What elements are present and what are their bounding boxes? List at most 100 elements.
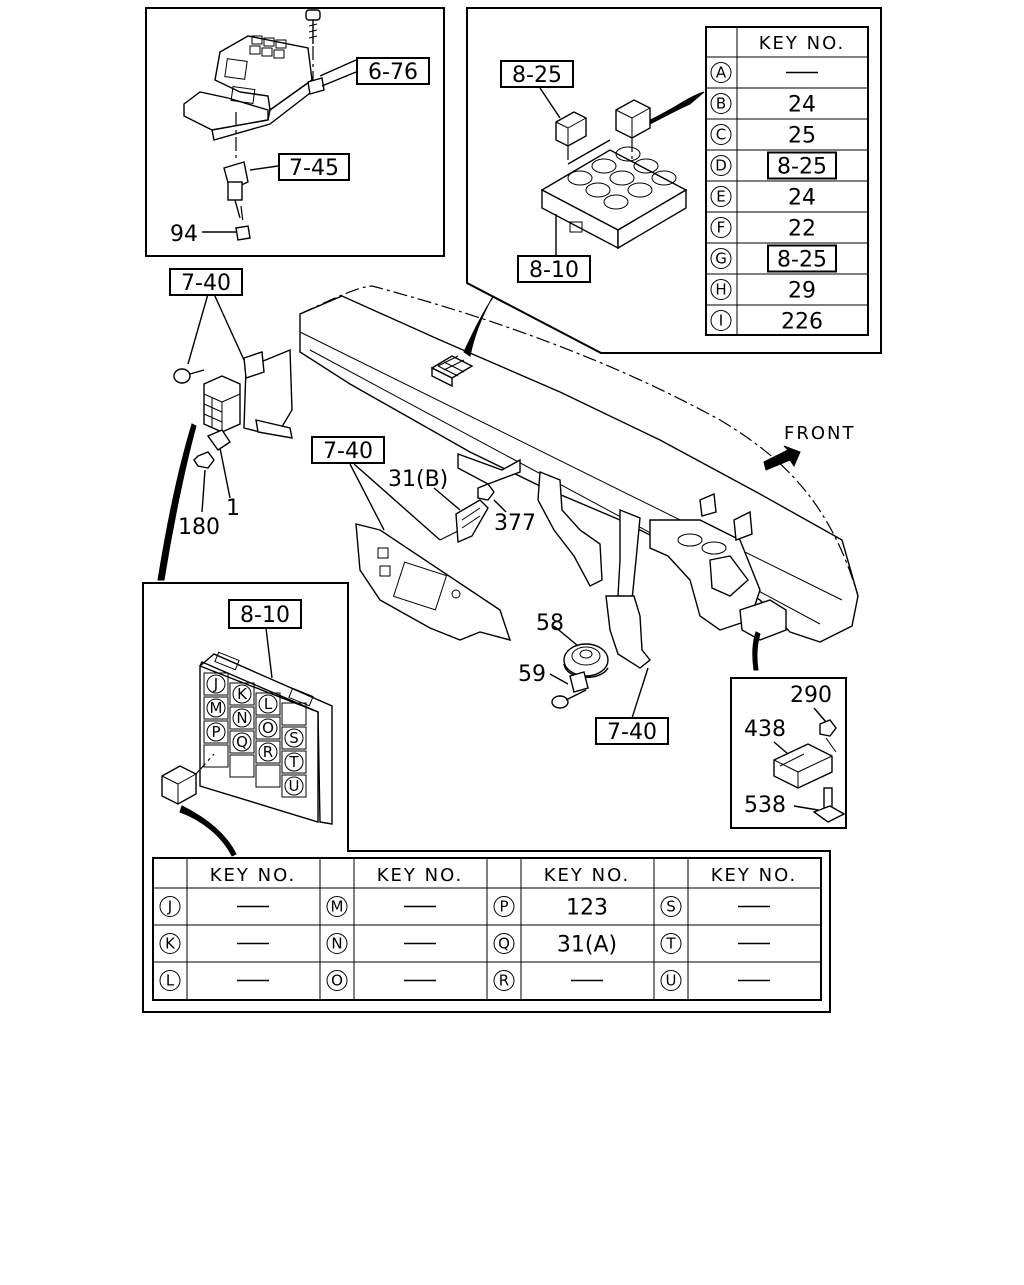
callout-box-8-10-bottom (228, 599, 302, 629)
block-grid-key-t: T (288, 753, 299, 771)
relay-bottom-key-q-ring (493, 933, 515, 954)
relay-top-key-h: H (715, 281, 726, 299)
relay-bottom-key-p-ring (493, 896, 515, 917)
relay-top-key-b: B (716, 95, 726, 113)
relay-top-key-d-ring (710, 155, 732, 176)
leader-bottom-relay (157, 423, 197, 581)
block-grid-key-m-ring (206, 698, 226, 718)
callout-7-40-bottom: 7-40 (607, 720, 657, 745)
relay-top-key-b-ring (710, 93, 732, 114)
relay-1-part (206, 429, 231, 451)
callout-box-7-40-bottom (595, 717, 669, 745)
leader-bottom-table (179, 805, 237, 857)
relay-top-value-g: 8-25 (777, 248, 827, 273)
block-grid-cell (281, 702, 307, 726)
nut-377-part (477, 483, 495, 501)
relay-bottom-key-m-ring (326, 896, 348, 917)
callout-7-40-mid: 7-40 (323, 439, 373, 464)
relay-bottom-part (161, 765, 197, 805)
nut-290-part (819, 719, 837, 737)
callout-box-7-40-top (169, 268, 243, 296)
relay-top-key-a-ring (710, 62, 732, 83)
block-grid-cell (255, 716, 281, 740)
callout-box-7-45 (278, 153, 350, 181)
block-grid-cell (281, 774, 307, 798)
block-grid-key-o-ring (258, 718, 278, 738)
block-grid-cell (203, 696, 229, 720)
block-grid-cell (229, 730, 255, 754)
block-grid-key-t-ring (284, 752, 304, 772)
block-grid-cell (255, 692, 281, 716)
block-grid-key-s-ring (284, 728, 304, 748)
callout-1: 1 (226, 496, 240, 521)
block-grid-key-n-ring (232, 708, 252, 728)
relay-bottom-key-t-ring (660, 933, 682, 954)
relay-top-value-i: 226 (781, 310, 823, 335)
relay-top-key-h-ring (710, 279, 732, 300)
relay-bottom-value-t: — (743, 932, 765, 957)
relay-bottom-value-k: — (242, 932, 264, 957)
callout-6-76: 6-76 (368, 60, 418, 85)
block-grid-cell (203, 672, 229, 696)
relay-bottom-key-s: S (666, 898, 676, 916)
relay-top-key-e-ring (710, 186, 732, 207)
callout-8-10-top: 8-10 (529, 258, 579, 283)
inset-relay-top-frame (466, 7, 882, 354)
relay-bottom-key-s-ring (660, 896, 682, 917)
relay-bottom-key-k: K (165, 935, 176, 953)
block-grid-key-s: S (289, 729, 299, 747)
callout-377: 377 (494, 511, 536, 536)
block-grid-cell (203, 720, 229, 744)
relay-table-bottom-header-4: KEY NO. (711, 865, 798, 886)
shift-switch-part (223, 161, 249, 219)
block-grid-key-k-ring (232, 684, 252, 704)
bolt-left (173, 368, 205, 384)
block-grid-key-m: M (210, 699, 223, 717)
block-grid-key-o: O (262, 719, 274, 737)
relay-top-value-e: 24 (788, 186, 816, 211)
relay-top-key-c: C (716, 126, 726, 144)
block-grid-key-r-ring (258, 742, 278, 762)
block-grid-cell (229, 706, 255, 730)
relay-bottom-key-k-ring (159, 933, 181, 954)
callout-7-40-top: 7-40 (181, 271, 231, 296)
block-grid-cell (229, 754, 255, 778)
relay-top-value-g-box (767, 244, 837, 273)
relay-bottom-key-r-ring (493, 970, 515, 991)
relay-bottom-key-u: U (666, 972, 677, 990)
callout-180: 180 (178, 515, 220, 540)
block-grid-key-u-ring (284, 776, 304, 796)
block-grid-key-n: N (236, 709, 247, 727)
relay-top-key-i: I (719, 312, 723, 330)
relay-top-value-a: — (791, 61, 813, 86)
relay-bottom-value-n: — (409, 932, 431, 957)
relay-top-key-g: G (715, 250, 727, 268)
relay-bottom-value-l: — (242, 969, 264, 994)
block-grid-cell (281, 726, 307, 750)
relay-bottom-key-l-ring (159, 970, 181, 991)
relay-block-8-10-top (540, 146, 688, 250)
relay-bottom-key-p: P (499, 898, 508, 916)
console-screw (305, 9, 321, 44)
callout-box-8-25 (500, 60, 574, 88)
relay-bottom-value-r: — (576, 969, 598, 994)
callout-31b: 31(B) (388, 467, 448, 492)
callout-538: 538 (744, 793, 786, 818)
block-grid-cell (255, 764, 281, 788)
relay-bottom-key-u-ring (660, 970, 682, 991)
nut-180-part (193, 451, 215, 469)
inset-module-frame (730, 677, 847, 829)
relay-bottom-value-u: — (743, 969, 765, 994)
relay-top-value-c: 25 (788, 124, 816, 149)
relay-bottom-key-o-ring (326, 970, 348, 991)
relay-bottom-key-l: L (166, 972, 175, 990)
module-438-part (773, 743, 833, 789)
front-label: FRONT (784, 423, 856, 444)
relay-table-bottom-header-2: KEY NO. (377, 865, 464, 886)
relay-bottom-value-q: 31(A) (557, 933, 617, 958)
left-bracket-part (243, 348, 293, 439)
block-grid-cell (255, 740, 281, 764)
lower-left-bracket-part (355, 523, 512, 642)
